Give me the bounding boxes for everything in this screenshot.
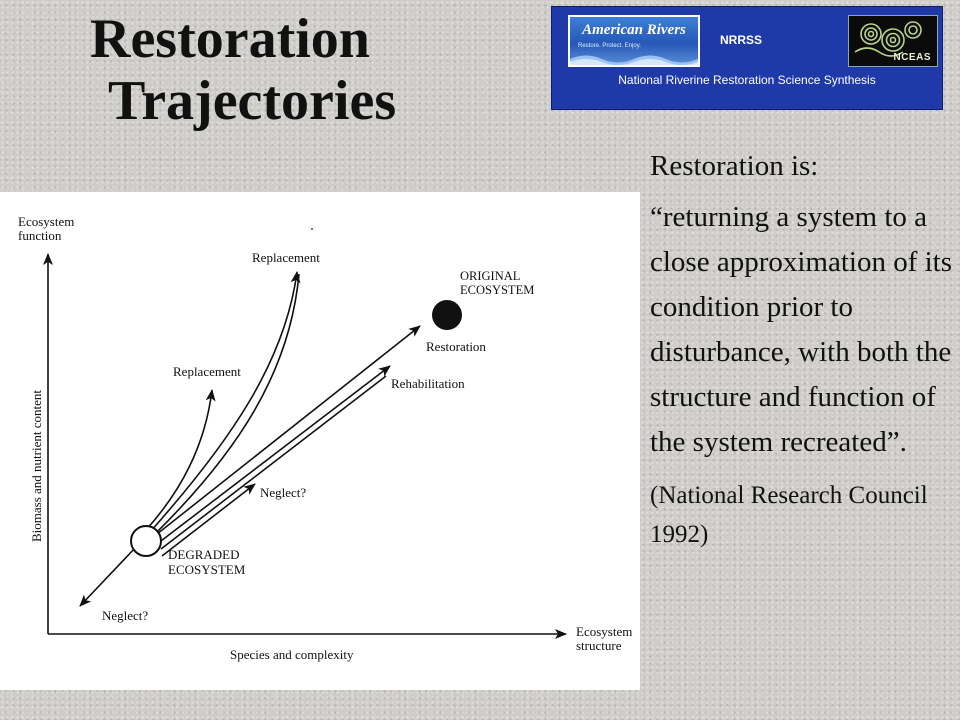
replacement-upper-label: Replacement — [252, 250, 320, 265]
y-axis-title-line-1: Ecosystem — [18, 214, 74, 229]
definition-panel: Restoration is: “returning a system to a… — [650, 144, 956, 554]
neglect-upper-arrow — [161, 483, 256, 557]
title-line-1: Restoration — [90, 8, 370, 70]
rehabilitation-label: Rehabilitation — [391, 376, 465, 391]
x-axis-title: Ecosystem structure — [576, 624, 636, 653]
nceas-name: NCEAS — [893, 52, 931, 63]
replacement-lower-label: Replacement — [173, 364, 241, 379]
original-ecosystem-line-2: ECOSYSTEM — [460, 283, 534, 297]
nrrss-banner: American Rivers Restore. Protect. Enjoy.… — [551, 6, 943, 110]
y-axis-label: Biomass and nutrient content — [29, 390, 44, 542]
degraded-ecosystem-line-1: DEGRADED — [168, 547, 240, 562]
wave-icon — [570, 55, 698, 65]
diagram-canvas: Ecosystem function Biomass and nutrient … — [18, 214, 636, 662]
y-axis-title-line-2: function — [18, 228, 62, 243]
american-rivers-tagline: Restore. Protect. Enjoy. — [578, 43, 641, 49]
american-rivers-logo: American Rivers Restore. Protect. Enjoy. — [568, 15, 700, 67]
x-axis-title-line-2: structure — [576, 638, 622, 653]
speck — [311, 228, 313, 230]
title-line-2: Trajectories — [108, 70, 397, 132]
replacement-lower-arrow — [145, 389, 216, 531]
degraded-ecosystem-line-2: ECOSYSTEM — [168, 562, 246, 577]
degraded-ecosystem-label: DEGRADED ECOSYSTEM — [168, 547, 246, 577]
replacement-upper-arrow — [149, 271, 301, 533]
restoration-trajectories-diagram: Ecosystem function Biomass and nutrient … — [0, 192, 640, 690]
y-axis-title: Ecosystem function — [18, 214, 78, 243]
neglect-lower-label: Neglect? — [102, 608, 148, 623]
original-ecosystem-dot — [432, 300, 462, 330]
definition-heading: Restoration is: — [650, 150, 819, 182]
degraded-ecosystem-circle — [130, 525, 162, 557]
restoration-label: Restoration — [426, 339, 486, 354]
slide-title: Restoration Trajectories — [90, 8, 396, 132]
restoration-arrow — [151, 325, 421, 539]
replacement-upper-arrow-2 — [153, 273, 300, 536]
rehabilitation-arrow-inner — [160, 375, 387, 550]
definition-quote: “returning a system to a close approxima… — [650, 201, 953, 458]
original-ecosystem-line-1: ORIGINAL — [460, 269, 520, 283]
american-rivers-name: American Rivers — [582, 22, 686, 38]
original-ecosystem-label: ORIGINAL ECOSYSTEM — [460, 269, 534, 297]
definition-citation: (National Research Council 1992) — [650, 482, 928, 548]
banner-caption: National Riverine Restoration Science Sy… — [618, 73, 876, 87]
nceas-logo: NCEAS — [848, 15, 938, 67]
neglect-upper-label: Neglect? — [260, 485, 306, 500]
neglect-lower-arrow — [79, 546, 137, 607]
nrrss-acronym: NRRSS — [720, 33, 763, 47]
rehabilitation-arrow — [156, 365, 391, 545]
x-axis-title-line-1: Ecosystem — [576, 624, 632, 639]
swirl-icon — [854, 21, 922, 57]
x-axis-label: Species and complexity — [230, 647, 354, 662]
